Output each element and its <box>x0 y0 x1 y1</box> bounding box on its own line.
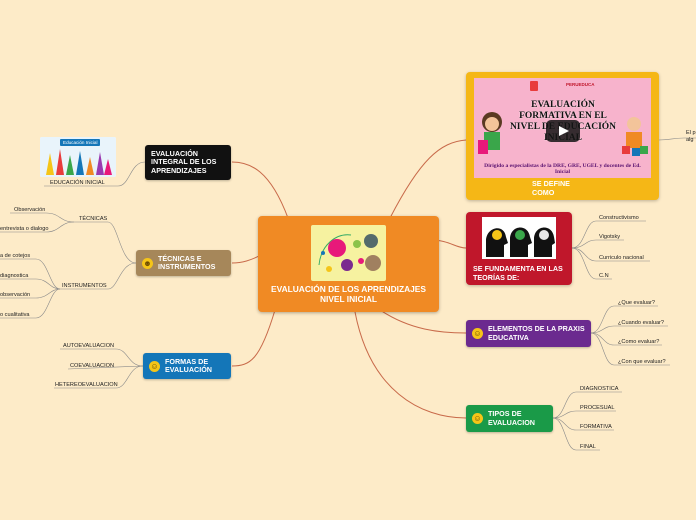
node-se-fundamenta[interactable]: SE FUNDAMENTA EN LAS TEORÍAS DE: <box>466 212 572 285</box>
leaf-entrevista-dialogo[interactable]: entrevista o dialogo <box>0 226 49 233</box>
leaf-observacion[interactable]: Observación <box>14 207 45 214</box>
leaf-instrumentos-group[interactable]: INSTRUMENTOS <box>62 283 107 290</box>
leaf-vigotsky[interactable]: Vigotsky <box>599 234 620 241</box>
central-topic[interactable]: EVALUACIÓN DE LOS APRENDIZAJES NIVEL INI… <box>258 216 439 312</box>
leaf-observacion-instrumento[interactable]: observación <box>0 292 30 299</box>
node-elementos-praxis[interactable]: ☺ ELEMENTOS DE LA PRAXIS EDUCATIVA <box>466 320 591 347</box>
play-icon <box>546 120 580 142</box>
leaf-heteroevaluacion[interactable]: HETEREOEVALUACION <box>55 382 118 389</box>
integral-image: Educación Inicial <box>40 137 116 177</box>
central-topic-title: EVALUACIÓN DE LOS APRENDIZAJES NIVEL INI… <box>264 284 433 304</box>
leaf-constructivismo[interactable]: Constructivismo <box>599 215 639 222</box>
leaf-cn[interactable]: C.N <box>599 273 609 280</box>
smile-face-icon: ☺ <box>472 328 483 339</box>
leaf-diagnostica[interactable]: diagnostica <box>0 273 28 280</box>
grin-face-icon: ☻ <box>142 258 153 269</box>
leaf-tecnicas-group[interactable]: TÉCNICAS <box>79 216 107 223</box>
leaf-procesual[interactable]: PROCESUAL <box>580 405 615 412</box>
leaf-curriculo-nacional[interactable]: Curriculo nacional <box>599 255 644 262</box>
node-tecnicas-instrumentos[interactable]: ☻ TÉCNICAS E INSTRUMENTOS <box>136 250 231 276</box>
smile-face-icon: ☺ <box>472 413 483 424</box>
leaf-con-que-evaluar[interactable]: ¿Con que evaluar? <box>618 359 666 366</box>
leaf-como-evaluar[interactable]: ¿Como evaluar? <box>618 339 659 346</box>
leaf-formativa[interactable]: FORMATIVA <box>580 424 612 431</box>
leaf-que-evaluar[interactable]: ¿Que evaluar? <box>618 300 655 307</box>
node-evaluacion-integral[interactable]: EVALUACIÓN INTEGRAL DE LOS APRENDIZAJES <box>145 145 231 180</box>
leaf-cuando-evaluar[interactable]: ¿Cuando evaluar? <box>618 320 664 327</box>
video-logo-icon <box>530 81 538 91</box>
node-se-define-como[interactable]: PERUEDUCA EVALUACIÓN FORMATIVA EN EL NIV… <box>466 72 659 200</box>
node-se-define-como-label: SE DEFINE COMO <box>532 180 580 197</box>
node-tipos-evaluacion[interactable]: ☺ TIPOS DE EVALUACION <box>466 405 553 432</box>
leaf-define-2[interactable]: alg <box>686 137 693 144</box>
video-brand: PERUEDUCA <box>566 82 595 87</box>
leaf-autoevaluacion[interactable]: AUTOEVALUACION <box>63 343 114 350</box>
central-topic-image <box>311 225 386 281</box>
leaf-lista-cotejos[interactable]: a de cotejos <box>0 253 30 260</box>
leaf-cualitativa[interactable]: o cualitativa <box>0 312 30 319</box>
laughing-face-icon: ☺ <box>149 361 160 372</box>
node-formas-evaluacion[interactable]: ☺ FORMAS DE EVALUACIÓN <box>143 353 231 379</box>
leaf-define-1[interactable]: El p <box>686 130 696 137</box>
node-se-fundamenta-label: SE FUNDAMENTA EN LAS TEORÍAS DE: <box>473 265 565 282</box>
brains-image <box>482 217 556 259</box>
leaf-final[interactable]: FINAL <box>580 444 596 451</box>
leaf-educacion-inicial[interactable]: EDUCACIÓN INICIAL <box>50 180 105 187</box>
leaf-diagnostica-tipo[interactable]: DIAGNOSTICA <box>580 386 619 393</box>
video-subtitle: Dirigido a especialistas de la DRE, GRE,… <box>480 163 645 175</box>
leaf-coevaluacion[interactable]: COEVALUACION <box>70 363 114 370</box>
integral-image-caption: Educación Inicial <box>60 139 100 146</box>
video-thumbnail[interactable]: PERUEDUCA EVALUACIÓN FORMATIVA EN EL NIV… <box>474 78 651 178</box>
video-play-button[interactable] <box>546 120 580 142</box>
